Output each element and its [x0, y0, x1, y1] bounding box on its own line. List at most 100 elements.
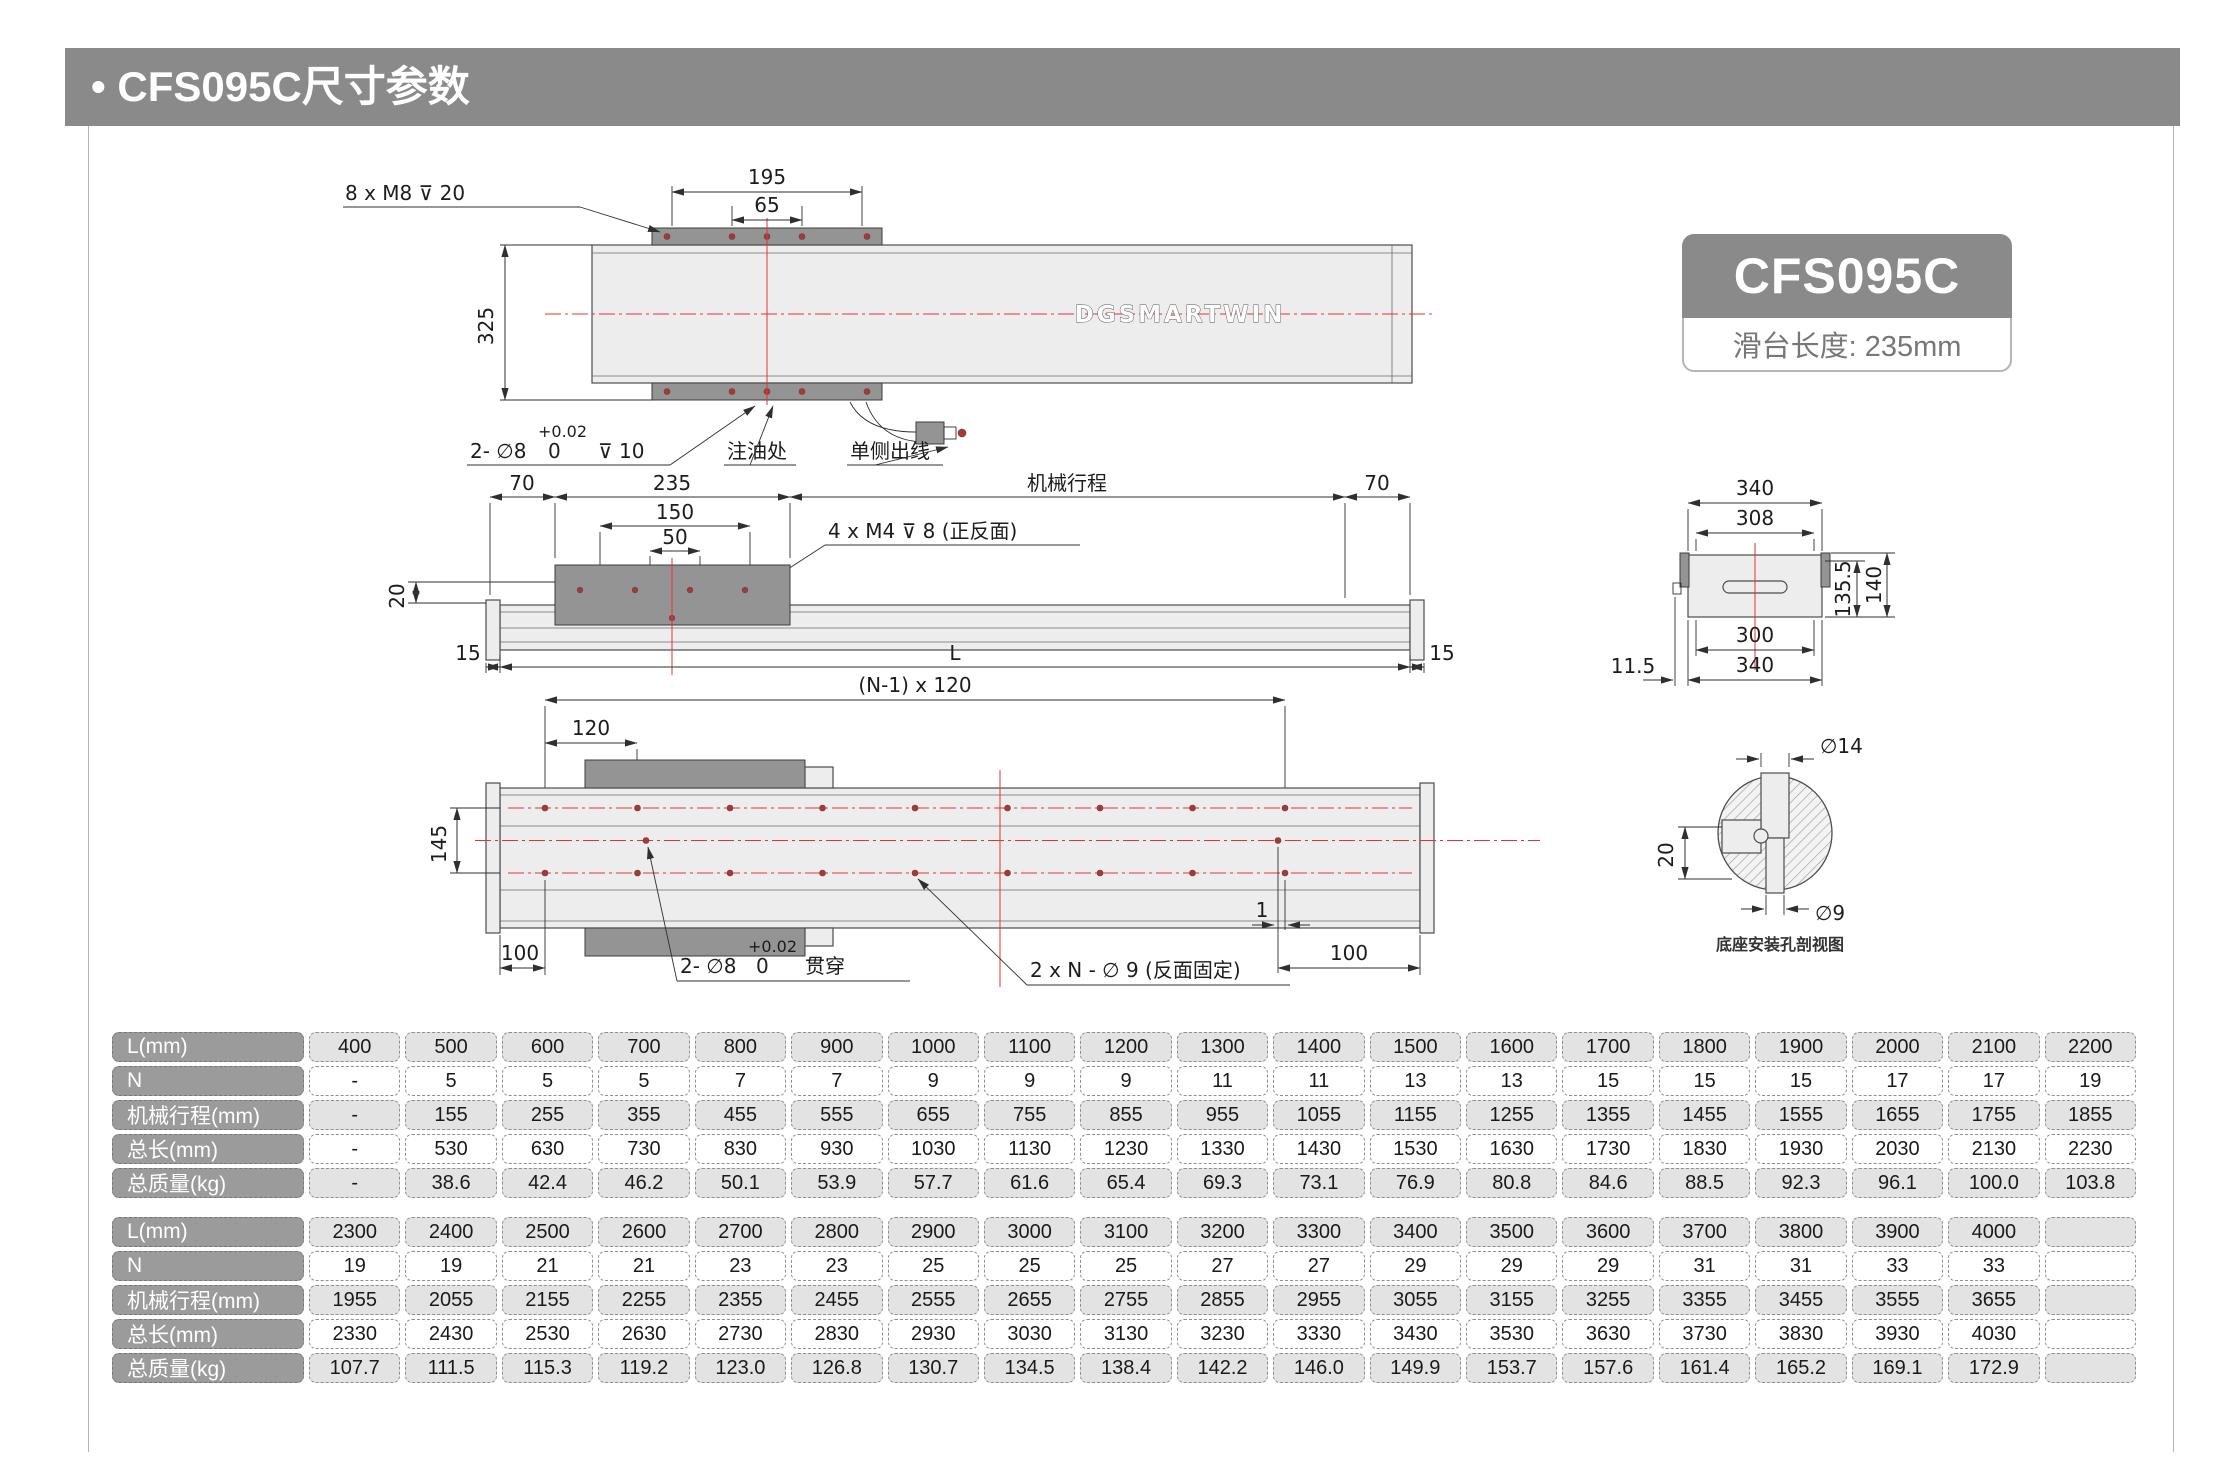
- table-cell: 1755: [1948, 1100, 2040, 1130]
- pin-depth: ⊽ 10: [598, 439, 644, 463]
- dim-235: 235: [653, 471, 691, 495]
- table-cell: 455: [694, 1100, 787, 1130]
- table-cell: 2555: [887, 1285, 979, 1315]
- table-cell: 7: [694, 1066, 787, 1096]
- table-cell: 630: [501, 1134, 594, 1164]
- table-cell: -: [309, 1134, 401, 1164]
- side-view-drawing: 70 235 机械行程 70 150 50 4 x M4 ⊽ 8 (正反面) 2…: [385, 471, 1455, 675]
- table-cell: 2000: [1851, 1032, 1944, 1062]
- table-cell: 29: [1369, 1251, 1462, 1281]
- table-cell: 3655: [1948, 1285, 2040, 1315]
- table-cell: 146.0: [1273, 1353, 1365, 1383]
- table-cell: 1255: [1466, 1100, 1558, 1130]
- table-cell: 23: [694, 1251, 787, 1281]
- table-cell: 1500: [1369, 1032, 1462, 1062]
- table-cell: -: [309, 1100, 401, 1130]
- pin-hole-callout: 2- ∅8: [470, 439, 526, 463]
- counterbore-14: [1760, 772, 1790, 839]
- dim-100-left: 100: [501, 941, 539, 965]
- table-cell: 1100: [983, 1032, 1076, 1062]
- table-cell: 33: [1851, 1251, 1944, 1281]
- section-title: • CFS095C尺寸参数: [91, 63, 470, 110]
- dim-70-right: 70: [1364, 471, 1389, 495]
- table-cell: 3455: [1755, 1285, 1847, 1315]
- table-cell: 46.2: [598, 1168, 690, 1198]
- table-cell: 13: [1466, 1066, 1558, 1096]
- table-cell: 5: [598, 1066, 690, 1096]
- table-cell: 700: [598, 1032, 690, 1062]
- table-cell: 2630: [598, 1319, 690, 1349]
- table-cell: 3930: [1851, 1319, 1944, 1349]
- table-cell: 25: [1080, 1251, 1172, 1281]
- table-cell: 1300: [1176, 1032, 1269, 1062]
- table-cell: [2044, 1251, 2136, 1281]
- table-cell: 1355: [1562, 1100, 1654, 1130]
- cable-exit-label: 单侧出线: [850, 439, 930, 463]
- table-cell: 2530: [501, 1319, 594, 1349]
- pin-tol-plus-bottom: +0.02: [748, 937, 797, 956]
- end-view-drawing: 340 308 135.5 140 300 340 11.5: [1611, 476, 1895, 686]
- dim-15-left: 15: [455, 641, 480, 665]
- model-name: CFS095C: [1682, 234, 2012, 318]
- table-cell: 3155: [1466, 1285, 1558, 1315]
- table-cell: 355: [598, 1100, 690, 1130]
- table-cell: 3355: [1658, 1285, 1751, 1315]
- dim-11-5: 11.5: [1611, 654, 1656, 678]
- table-cell: 1130: [983, 1134, 1076, 1164]
- table-cell: [2044, 1319, 2136, 1349]
- table-cell: 1455: [1658, 1100, 1751, 1130]
- table-cell: 2055: [405, 1285, 497, 1315]
- table-cell: 2755: [1080, 1285, 1172, 1315]
- table-cell: 29: [1466, 1251, 1558, 1281]
- table-cell: 3300: [1273, 1217, 1365, 1247]
- row-label: 总质量(kg): [112, 1353, 304, 1383]
- table-cell: 3400: [1369, 1217, 1462, 1247]
- dim-pitch-total: (N-1) x 120: [858, 673, 971, 697]
- dim-140: 140: [1862, 566, 1886, 604]
- table-cell: 53.9: [791, 1168, 883, 1198]
- row-label: 总质量(kg): [112, 1168, 304, 1198]
- table-cell: 172.9: [1948, 1353, 2040, 1383]
- table-cell: 730: [598, 1134, 690, 1164]
- dim-70-left: 70: [509, 471, 534, 495]
- hole-detail-caption: 底座安装孔剖视图: [1716, 935, 1844, 954]
- dia-14-label: ∅14: [1820, 734, 1863, 758]
- table-cell: [2044, 1217, 2136, 1247]
- table-cell: 17: [1948, 1066, 2040, 1096]
- pin-tol-zero-bottom: 0: [756, 954, 769, 978]
- dim-L: L: [949, 641, 961, 665]
- table-cell: 103.8: [2044, 1168, 2136, 1198]
- thread-callout-side: 4 x M4 ⊽ 8 (正反面): [828, 519, 1017, 543]
- dim-325: 325: [474, 307, 498, 345]
- table-cell: 3330: [1273, 1319, 1365, 1349]
- table-cell: 2700: [694, 1217, 787, 1247]
- table-cell: 2430: [405, 1319, 497, 1349]
- table-cell: 2355: [694, 1285, 787, 1315]
- table-cell: 2955: [1273, 1285, 1365, 1315]
- table-cell: 84.6: [1562, 1168, 1654, 1198]
- table-cell: 21: [598, 1251, 690, 1281]
- table-cell: 2900: [887, 1217, 979, 1247]
- dia-9-label: ∅9: [1815, 901, 1845, 925]
- table-cell: 15: [1658, 1066, 1751, 1096]
- row-label: N: [112, 1066, 304, 1096]
- table-cell: 1830: [1658, 1134, 1751, 1164]
- table-cell: 4030: [1948, 1319, 2040, 1349]
- table-cell: 134.5: [983, 1353, 1076, 1383]
- table-cell: 2155: [501, 1285, 594, 1315]
- table-cell: 555: [791, 1100, 883, 1130]
- table-cell: 1655: [1851, 1100, 1944, 1130]
- table-cell: 1200: [1080, 1032, 1172, 1062]
- table-cell: 1900: [1755, 1032, 1847, 1062]
- table-cell: 142.2: [1176, 1353, 1269, 1383]
- table-cell: 57.7: [887, 1168, 979, 1198]
- table-cell: 1800: [1658, 1032, 1751, 1062]
- table-cell: 7: [791, 1066, 883, 1096]
- table-cell: 1155: [1369, 1100, 1462, 1130]
- dim-195: 195: [748, 165, 786, 189]
- dim-50: 50: [662, 525, 687, 549]
- table-cell: 2255: [598, 1285, 690, 1315]
- table-cell: 1700: [1562, 1032, 1654, 1062]
- table-cell: 25: [983, 1251, 1076, 1281]
